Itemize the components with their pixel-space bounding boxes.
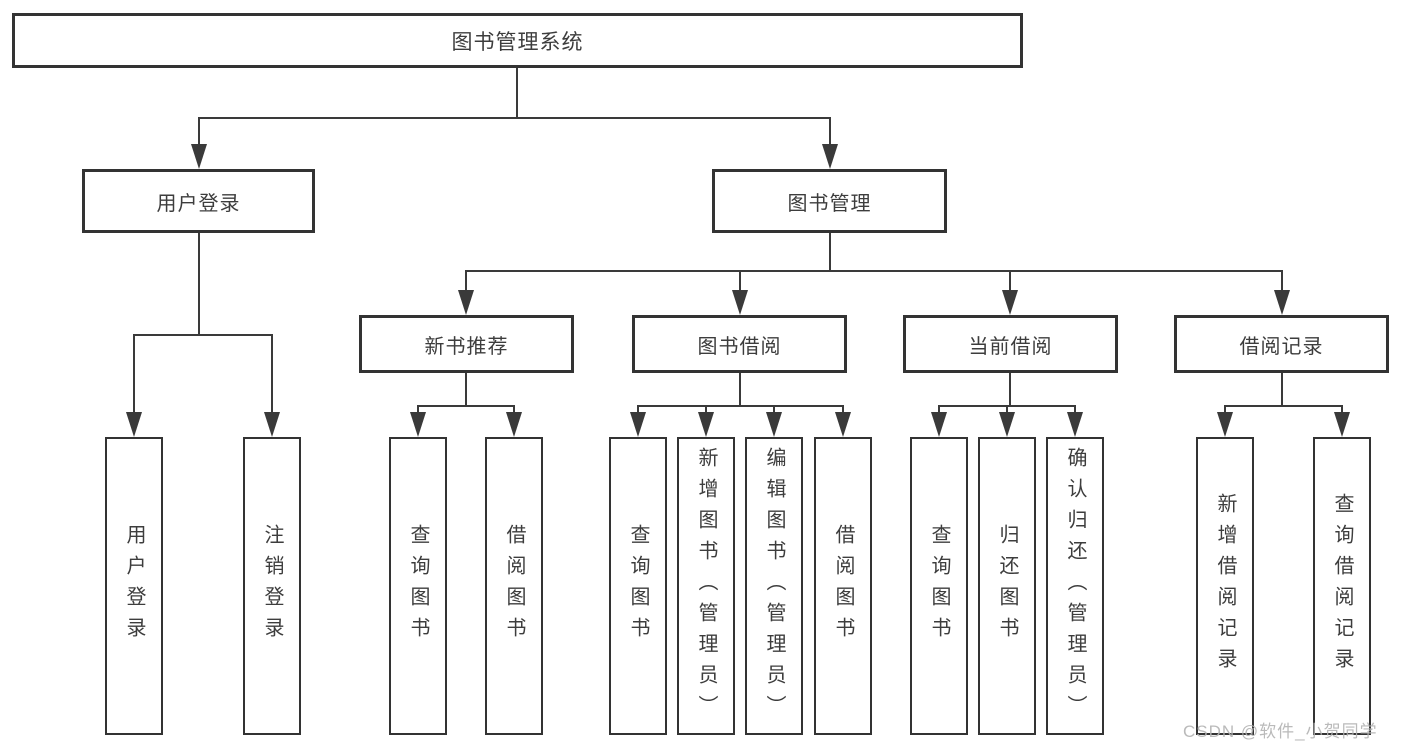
leaf-user-login-label: 用户登录 (123, 524, 145, 648)
leaf-borrow-edit-books-admin-label: 编辑图书（管理员） (763, 446, 785, 726)
leaf-borrow-query-books: 查询图书 (609, 437, 667, 735)
leaf-borrow-add-books-admin-label: 新增图书（管理员） (695, 446, 717, 726)
leaf-current-return-books: 归还图书 (978, 437, 1036, 735)
node-borrow-records-label: 借阅记录 (1239, 335, 1324, 358)
leaf-records-query-record: 查询借阅记录 (1313, 437, 1371, 735)
leaf-recommend-borrow-books-label: 借阅图书 (503, 524, 525, 648)
leaf-current-confirm-return-admin-label: 确认归还（管理员） (1064, 446, 1086, 726)
leaf-logout: 注销登录 (243, 437, 301, 735)
leaf-records-add-record-label: 新增借阅记录 (1214, 493, 1236, 679)
leaf-current-return-books-label: 归还图书 (996, 524, 1018, 648)
leaf-logout-label: 注销登录 (261, 524, 283, 648)
node-borrow-records: 借阅记录 (1174, 315, 1389, 373)
node-user-login-label: 用户登录 (156, 192, 241, 215)
connector-userlogin-to-leaves (133, 233, 273, 414)
leaf-recommend-borrow-books: 借阅图书 (485, 437, 543, 735)
leaf-borrow-add-books-admin: 新增图书（管理员） (677, 437, 735, 735)
leaf-borrow-borrow-books-label: 借阅图书 (832, 524, 854, 648)
csdn-watermark: CSDN @软件_小贺同学 (1183, 722, 1378, 741)
node-book-management-label: 图书管理 (787, 192, 872, 215)
leaf-records-add-record: 新增借阅记录 (1196, 437, 1254, 735)
node-book-borrow-label: 图书借阅 (697, 335, 782, 358)
connector-bookmgmt-to-sections (465, 233, 1283, 292)
node-book-borrow: 图书借阅 (632, 315, 847, 373)
node-new-book-recommend: 新书推荐 (359, 315, 574, 373)
leaf-current-query-books-label: 查询图书 (928, 524, 950, 648)
node-book-management: 图书管理 (712, 169, 947, 233)
node-root-label: 图书管理系统 (451, 30, 584, 54)
node-new-book-recommend-label: 新书推荐 (424, 335, 509, 358)
leaf-recommend-query-books: 查询图书 (389, 437, 447, 735)
leaf-borrow-query-books-label: 查询图书 (627, 524, 649, 648)
leaf-borrow-edit-books-admin: 编辑图书（管理员） (745, 437, 803, 735)
leaf-current-query-books: 查询图书 (910, 437, 968, 735)
node-current-borrow-label: 当前借阅 (968, 335, 1053, 358)
leaf-user-login: 用户登录 (105, 437, 163, 735)
leaf-recommend-query-books-label: 查询图书 (407, 524, 429, 648)
leaf-borrow-borrow-books: 借阅图书 (814, 437, 872, 735)
leaf-current-confirm-return-admin: 确认归还（管理员） (1046, 437, 1104, 735)
node-current-borrow: 当前借阅 (903, 315, 1118, 373)
connector-sections-to-leaves (417, 373, 1343, 414)
node-user-login: 用户登录 (82, 169, 315, 233)
node-root: 图书管理系统 (12, 13, 1023, 68)
leaf-records-query-record-label: 查询借阅记录 (1331, 493, 1353, 679)
connector-root-to-level2 (198, 68, 831, 146)
